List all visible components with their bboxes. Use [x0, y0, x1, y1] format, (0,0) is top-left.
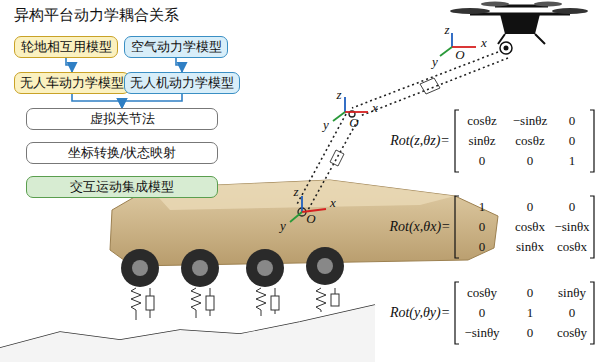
axis-label: z: [444, 23, 449, 37]
diagram-title: 异构平台动力学耦合关系: [14, 6, 179, 25]
axis-label: y: [323, 118, 329, 132]
axis-label: O: [306, 212, 315, 226]
flow-arrow: [176, 58, 182, 72]
matrix-cell: −sinθx: [554, 220, 589, 234]
matrix-cell: sinθy: [558, 286, 586, 300]
flow-arrow: [122, 94, 182, 108]
axis-label: x: [372, 101, 378, 115]
axis-label: O: [349, 116, 358, 130]
matrix-cell: 0: [527, 200, 534, 214]
rotation-label: Rot(y,θy)=: [390, 305, 450, 320]
matrix-cell: 0: [527, 286, 534, 300]
model-box: 空气动力学模型: [124, 36, 228, 58]
matrix-cell: 1: [479, 200, 486, 214]
box-label: 轮地相互用模型: [21, 40, 112, 54]
axis-label: y: [280, 219, 286, 233]
box-label: 坐标转换/状态映射: [68, 146, 176, 160]
tether-arm: [296, 52, 508, 216]
wheels: [121, 247, 344, 287]
drone: [450, 2, 588, 55]
matrix-cell: 0: [569, 134, 576, 148]
matrix-cell: sinθx: [516, 240, 544, 254]
matrix-cell: cosθx: [557, 240, 587, 254]
coordinate-frames: [290, 33, 476, 222]
box-label: 无人机动力学模型: [130, 76, 234, 90]
ground: [0, 305, 375, 362]
axis-label: y: [432, 55, 438, 69]
suspension: [131, 288, 339, 320]
matrix-brackets: [455, 110, 594, 344]
matrix-cell: 0: [479, 220, 486, 234]
flow-arrow: [66, 58, 72, 72]
matrix-cell: 0: [527, 154, 534, 168]
model-box: 坐标转换/状态映射: [26, 142, 218, 164]
model-box: 无人机动力学模型: [124, 72, 240, 94]
box-label: 无人车动力学模型: [20, 76, 124, 90]
matrix-cell: −sinθy: [464, 326, 499, 340]
matrix-cell: cosθz: [515, 134, 544, 148]
model-box: 轮地相互用模型: [14, 36, 118, 58]
matrix-cell: cosθz: [467, 114, 496, 128]
matrix-cell: 0: [569, 306, 576, 320]
matrix-cell: 0: [479, 240, 486, 254]
axis-label: z: [336, 88, 341, 102]
matrix-cell: cosθy: [557, 326, 587, 340]
matrix-cell: 0: [479, 154, 486, 168]
axis-label: x: [481, 36, 487, 50]
model-box: 交互运动集成模型: [26, 176, 218, 198]
flow-arrow: [72, 94, 122, 108]
matrix-cell: 0: [569, 200, 576, 214]
axis-label: x: [330, 196, 336, 210]
box-label: 交互运动集成模型: [70, 180, 174, 194]
box-label: 虚拟关节法: [90, 112, 155, 126]
matrix-cell: sinθz: [468, 134, 495, 148]
matrix-cell: −sinθz: [513, 114, 548, 128]
matrix-cell: cosθx: [515, 220, 545, 234]
matrix-cell: 0: [479, 306, 486, 320]
box-label: 空气动力学模型: [131, 40, 222, 54]
model-box: 虚拟关节法: [26, 108, 218, 130]
axis-label: O: [455, 48, 464, 62]
matrix-cell: 0: [527, 326, 534, 340]
matrix-cell: 0: [569, 114, 576, 128]
rotation-label: Rot(z,θz)=: [390, 133, 450, 148]
matrix-cell: 1: [569, 154, 576, 168]
matrix-cell: 1: [527, 306, 534, 320]
rotation-label: Rot(x,θx)=: [389, 219, 450, 234]
matrix-cell: cosθy: [467, 286, 497, 300]
axis-label: z: [293, 185, 298, 199]
model-box: 无人车动力学模型: [14, 72, 130, 94]
